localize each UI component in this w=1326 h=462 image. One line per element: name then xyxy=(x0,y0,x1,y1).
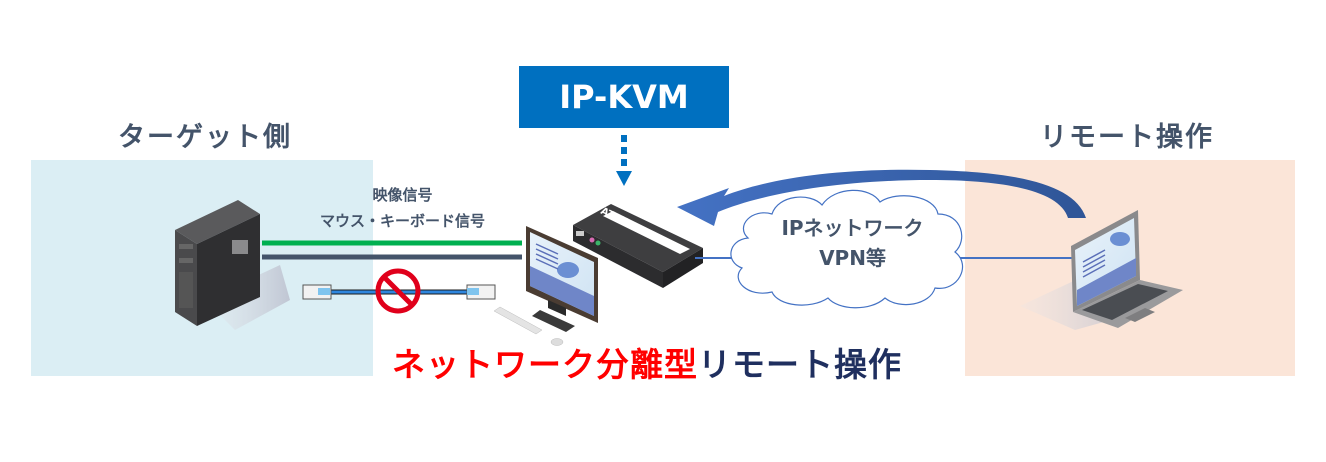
laptop-icon xyxy=(1020,210,1183,330)
mouse-icon xyxy=(550,338,564,346)
bottom-title-highlight: ネットワーク分離型 xyxy=(392,345,698,384)
video-signal-label: 映像信号 xyxy=(372,186,433,204)
ipkvm-label: IP-KVM xyxy=(559,78,689,116)
network-label-line1: IPネットワーク xyxy=(781,216,924,240)
network-label-line2: VPN等 xyxy=(819,246,886,270)
keyboard-icon xyxy=(493,306,543,335)
remote-control-arrow xyxy=(677,169,1086,226)
server-tower-icon xyxy=(175,200,290,330)
ipkvm-label-box: IP-KVM xyxy=(519,66,729,128)
ipkvm-pointer-arrow xyxy=(616,135,632,186)
network-cloud-label: IPネットワーク VPN等 xyxy=(745,213,960,273)
prohibited-icon xyxy=(375,268,421,314)
bottom-title: ネットワーク分離型リモート操作 xyxy=(392,338,902,386)
ipkvm-device-icon xyxy=(573,204,703,288)
network-cloud-icon xyxy=(730,189,964,309)
remote-side-heading: リモート操作 xyxy=(1040,122,1214,153)
bottom-title-rest: リモート操作 xyxy=(698,345,902,384)
monitor-icon xyxy=(526,226,598,332)
target-side-heading: ターゲット側 xyxy=(118,122,292,153)
mouse-keyboard-signal-label: マウス・キーボード信号 xyxy=(319,212,485,230)
